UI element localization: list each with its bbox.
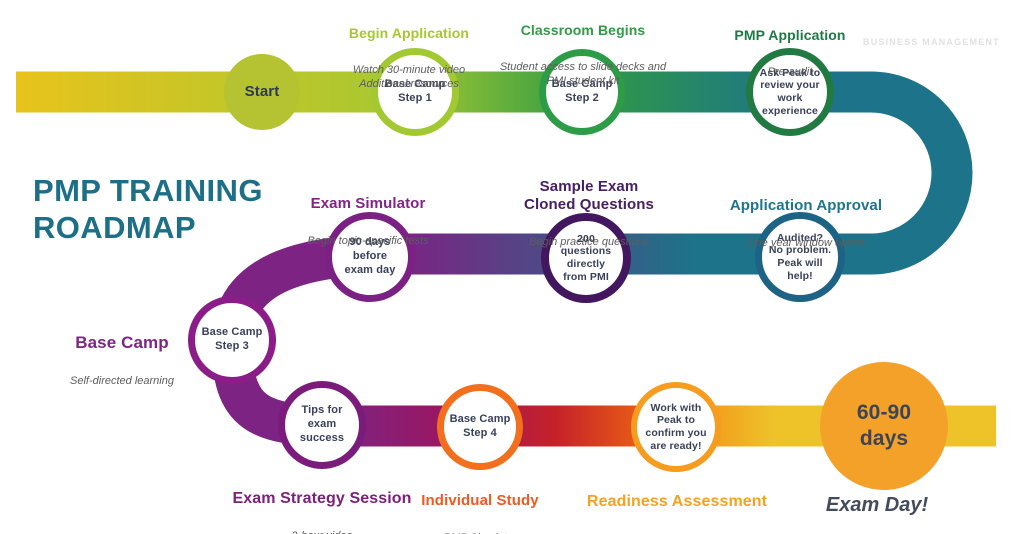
path-u-turn <box>720 71 973 275</box>
milestone-base-camp-subtitle: Self-directed learning <box>70 375 174 388</box>
milestone-sample-exam: Sample Exam Cloned Questions Begin pract… <box>524 160 654 267</box>
milestone-begin-application: Begin Application Watch 30-minute video … <box>349 7 469 109</box>
milestone-exam-simulator-title: Exam Simulator <box>310 195 426 212</box>
milestone-individual-study-title: Individual Study <box>421 492 539 509</box>
node-base-camp-step-3: Base Camp Step 3 <box>188 296 276 384</box>
milestone-begin-application-title: Begin Application <box>348 25 470 41</box>
milestone-application-approval-subtitle: One year window opens <box>746 237 866 249</box>
milestone-classroom-begins-subtitle: Student access to slide decks and PMI st… <box>499 60 667 88</box>
node-base-camp-step-1: Base Camp Step 1 <box>371 48 459 136</box>
node-start: Start <box>224 54 300 130</box>
node-start-label: Start <box>244 82 280 100</box>
node-base-camp-step-4: Base Camp Step 4 <box>437 384 523 470</box>
node-exam-day-60-90-label: 60-90 days <box>856 400 912 450</box>
milestone-classroom-begins: Classroom Begins Student access to slide… <box>500 4 666 106</box>
page-title-line2: ROADMAP <box>33 210 196 246</box>
milestone-exam-strategy: Exam Strategy Session 2-hour video <box>232 471 411 534</box>
milestone-exam-strategy-subtitle: 2-hour video <box>232 529 411 534</box>
node-work-with-peak: Work with Peak to confirm you are ready! <box>631 382 721 472</box>
node-200-questions-label: 200 questions directly from PMI <box>560 232 612 283</box>
milestone-pmp-application: PMP Application Pre-audit <box>734 9 845 97</box>
node-base-camp-step-2: Base Camp Step 2 <box>539 49 625 135</box>
node-base-camp-step-3-label: Base Camp Step 3 <box>201 326 263 352</box>
node-work-with-peak-label: Work with Peak to confirm you are ready! <box>645 401 707 452</box>
milestone-exam-strategy-title: Exam Strategy Session <box>232 490 412 507</box>
milestone-exam-simulator-subtitle: Begin topic-specific tests <box>307 235 429 247</box>
milestone-pmp-application-subtitle: Pre-audit <box>767 65 813 78</box>
milestone-application-approval: Application Approval One year window ope… <box>730 179 882 268</box>
node-exam-day-60-90: 60-90 days <box>820 362 948 490</box>
node-ask-peak: Ask Peak to review your work experience <box>746 48 834 136</box>
milestone-pmp-application-title: PMP Application <box>734 27 846 43</box>
node-base-camp-step-4-label: Base Camp Step 4 <box>449 413 511 439</box>
milestone-classroom-begins-title: Classroom Begins <box>520 22 646 38</box>
page-title-line1: PMP TRAINING <box>33 173 263 208</box>
page-title: PMP TRAINING ROADMAP <box>33 172 263 246</box>
milestone-individual-study-subtitle: PMP Simulator <box>421 531 538 534</box>
node-90-days-label: 90 days before exam day <box>344 236 396 276</box>
node-tips-label: Tips for exam success <box>299 404 345 444</box>
node-base-camp-step-1-label: Base Camp Step 1 <box>384 78 446 104</box>
milestone-application-approval-title: Application Approval <box>729 197 883 214</box>
milestone-sample-exam-title: Sample Exam Cloned Questions <box>524 178 654 213</box>
milestone-begin-application-subtitle: Watch 30-minute video Additional resourc… <box>352 63 466 91</box>
milestone-exam-simulator: Exam Simulator Begin topic-specific test… <box>307 177 428 266</box>
watermark-business-management: BUSINESS MANAGEMENT <box>863 37 1000 47</box>
node-ask-peak-label: Ask Peak to review your work experience <box>759 66 821 117</box>
milestone-base-camp-title: Base Camp <box>75 333 169 352</box>
node-base-camp-step-2-label: Base Camp Step 2 <box>551 78 613 104</box>
milestone-exam-day-title: Exam Day! <box>825 494 929 516</box>
milestone-readiness-assessment-title: Readiness Assessment <box>586 493 768 510</box>
milestone-individual-study: Individual Study PMP Simulator <box>421 474 538 534</box>
node-200-questions: 200 questions directly from PMI <box>541 213 631 303</box>
milestone-readiness-assessment: Readiness Assessment Schedule your Exam <box>587 474 767 534</box>
node-audited-label: Audited? No problem. Peak will help! <box>768 231 832 282</box>
milestone-sample-exam-subtitle: Begin practice questions <box>529 236 649 248</box>
node-tips: Tips for exam success <box>278 381 366 469</box>
node-audited: Audited? No problem. Peak will help! <box>755 212 845 302</box>
node-90-days: 90 days before exam day <box>325 212 415 302</box>
milestone-base-camp: Base Camp Self-directed learning <box>70 315 174 407</box>
